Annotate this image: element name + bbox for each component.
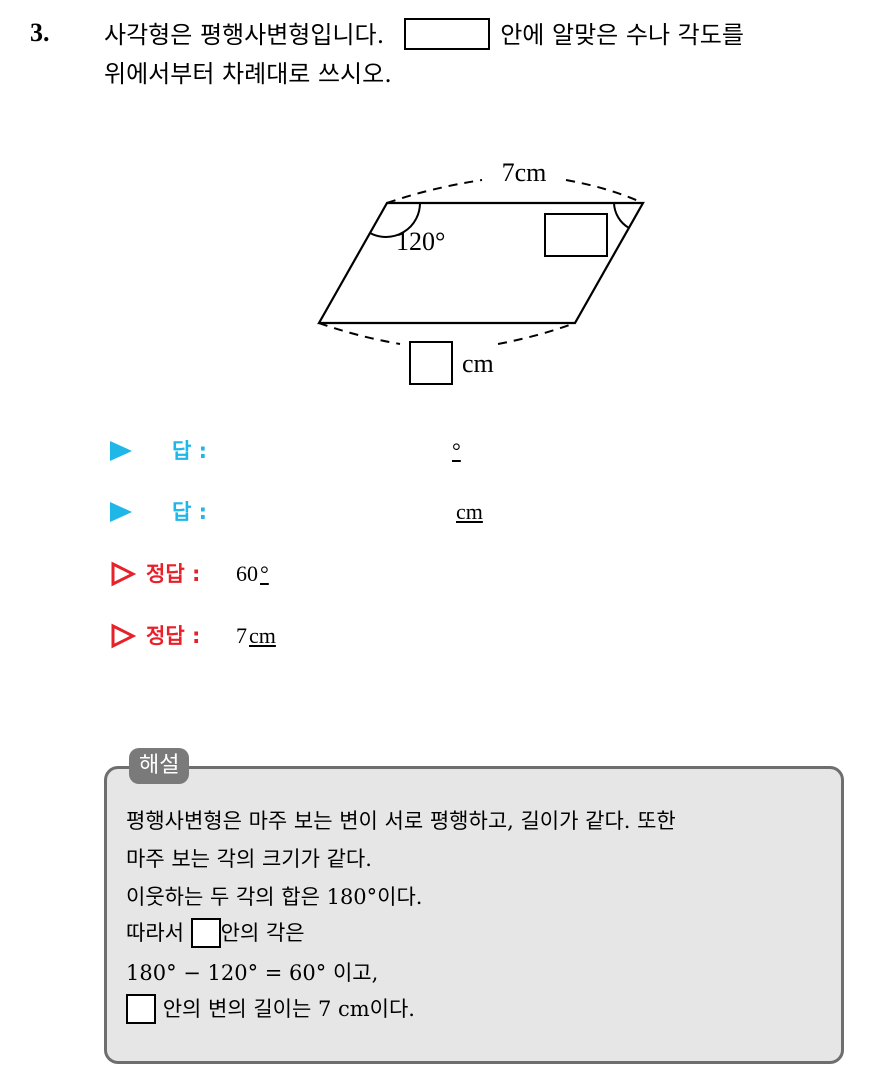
question-text-part1: 사각형은 평행사변형입니다.: [104, 21, 385, 49]
explanation-line-4: 따라서 안의 각은: [126, 918, 305, 948]
explanation-line-4-prefix: 따라서: [126, 921, 184, 945]
answer-unit: °: [452, 438, 461, 463]
outline-arrow-icon: [111, 623, 136, 649]
answer-label: 답 :: [172, 439, 208, 463]
angle-arc-unknown: [613, 202, 630, 229]
blank-box: [190, 918, 221, 948]
correct-number: 7: [236, 623, 247, 648]
question-text-part2: 안에 알맞은 수나 각도를: [500, 21, 744, 49]
answer-label: 답 :: [172, 500, 208, 524]
explanation-title: 해설: [129, 748, 190, 784]
explanation-line-2: 마주 보는 각의 크기가 같다.: [126, 847, 372, 871]
parallelogram-figure: 7cm 120° cm: [317, 158, 645, 385]
correct-label: 정답 :: [146, 624, 201, 648]
question-line-2: 위에서부터 차례대로 쓰시오.: [104, 60, 392, 88]
correct-unit: °: [260, 561, 269, 586]
correct-unit: cm: [249, 623, 276, 648]
top-dimension-arc-left: [386, 179, 483, 204]
length-blank-box: [409, 341, 453, 385]
correct-row-1: 정답 : 60°: [110, 557, 410, 591]
explanation-line-3: 이웃하는 두 각의 합은 180°이다.: [126, 885, 423, 909]
parallelogram-shape: [317, 201, 645, 325]
bottom-dimension-arc-right: [497, 322, 576, 345]
explanation-box: [104, 766, 844, 1064]
top-dimension-arc-right: [565, 179, 644, 204]
angle-blank-box: [544, 213, 608, 257]
correct-value: 7cm: [236, 619, 276, 653]
answer-row-2: 답 : cm: [110, 495, 530, 529]
angle-arc-120: [369, 202, 421, 238]
correct-row-2: 정답 : 7cm: [110, 619, 410, 653]
question-line-1: 사각형은 평행사변형입니다. 안에 알맞은 수나 각도를: [104, 18, 744, 51]
play-arrow-icon: [110, 502, 132, 522]
blank-box: [404, 18, 491, 50]
play-arrow-icon: [110, 441, 132, 461]
explanation-line-5: 180° − 120° = 60° 이고,: [126, 961, 379, 985]
bottom-dimension-arc-left: [318, 322, 401, 345]
top-length-label: 7cm: [502, 158, 547, 187]
explanation-line-6: 안의 변의 길이는 7 cm이다.: [126, 994, 415, 1024]
outline-arrow-icon: [111, 561, 136, 587]
explanation-line-1: 평행사변형은 마주 보는 변이 서로 평행하고, 길이가 같다. 또한: [126, 809, 676, 833]
angle-label: 120°: [396, 227, 445, 256]
question-number: 3.: [30, 18, 50, 47]
correct-number: 60: [236, 561, 258, 586]
explanation-line-4-suffix: 안의 각은: [220, 921, 305, 945]
answer-unit: cm: [456, 499, 483, 524]
bottom-unit-label: cm: [462, 349, 494, 378]
answer-row-1: 답 : °: [110, 434, 530, 468]
explanation-line-6-suffix: 안의 변의 길이는 7 cm이다.: [162, 997, 415, 1021]
correct-label: 정답 :: [146, 562, 201, 586]
blank-box: [126, 994, 156, 1024]
correct-value: 60°: [236, 557, 269, 591]
